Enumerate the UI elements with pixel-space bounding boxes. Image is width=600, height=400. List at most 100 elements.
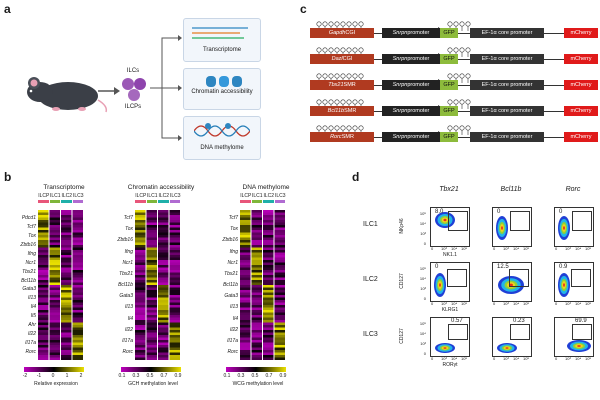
heatmap-cell [61, 345, 72, 348]
heatmap-cell [263, 317, 274, 321]
heatmap-cell [135, 297, 146, 301]
heatmap-cell [158, 215, 169, 218]
heatmap-cell [240, 332, 251, 336]
density-blob [558, 216, 570, 240]
flow-plot: 0 [554, 207, 594, 247]
heatmap-cell [135, 355, 146, 358]
heatmap-cell [169, 340, 180, 343]
heatmap-cell [61, 275, 72, 278]
heatmap-cell [263, 220, 274, 223]
heatmap-cell [240, 282, 251, 286]
heatmap-cell [158, 245, 169, 248]
heatmap-cell [158, 225, 169, 228]
tick-label: 10⁴ [451, 356, 458, 361]
heatmap-cell [251, 217, 262, 221]
heatmap-cell [38, 290, 49, 293]
methylome-box: DNA methylome [183, 116, 261, 160]
heatmap-cell [49, 267, 60, 271]
heatmap-cell [72, 340, 83, 343]
panel-letter-c: c [300, 2, 307, 16]
heatmap-cell [169, 307, 180, 311]
heatmap-cell [38, 222, 49, 226]
tick-label: 10³ [503, 246, 509, 251]
region-type: SMR [341, 134, 354, 140]
tick-label: 10³ [441, 301, 447, 306]
heatmap-cell [135, 217, 146, 221]
heatmap-cell [274, 232, 285, 236]
flow-plot: 69.9 [554, 317, 594, 357]
heatmap-cell [251, 330, 262, 333]
group-label: ILC1 [146, 193, 158, 199]
flow-plot: 0.9 [554, 262, 594, 302]
heatmap-cell [146, 210, 157, 213]
heatmap-cell [240, 297, 251, 301]
heatmap-cell [158, 272, 169, 276]
promoter-name: Snrpn [392, 30, 408, 36]
heatmap-cell [146, 290, 157, 293]
tick-label: 10⁵ [461, 301, 468, 306]
density-blob [558, 273, 570, 297]
y-axis-label: CD127 [399, 273, 405, 289]
heatmap-cell [158, 275, 169, 278]
legend-tick: 0.9 [279, 373, 287, 379]
legend-tick: 0.1 [223, 373, 231, 379]
heatmap-cell [72, 222, 83, 226]
heatmap-cell [263, 230, 274, 233]
promoter-name: Snrpn [392, 108, 408, 114]
heatmap-cell [146, 295, 157, 298]
legend-tick: 0.7 [160, 373, 168, 379]
heatmap-cell [49, 340, 60, 343]
tick-label: 0 [423, 296, 426, 301]
heatmap-cell [38, 352, 49, 356]
heatmap-cell [38, 322, 49, 326]
heatmap-cell [61, 267, 72, 271]
heatmap-cell [146, 220, 157, 223]
heatmap-cell [274, 307, 285, 311]
heatmap-cell [38, 275, 49, 278]
heatmap-cell [158, 260, 169, 263]
gene-label: Tbx21 [119, 270, 133, 277]
heatmap-cell [61, 242, 72, 246]
heatmap-cell [169, 230, 180, 233]
heatmap-cell [72, 212, 83, 216]
heatmap-cell [61, 237, 72, 241]
heatmap-cell [135, 220, 146, 223]
heatmap-cell [169, 257, 180, 261]
heatmap-cell [49, 272, 60, 276]
heatmap-cell [251, 240, 262, 243]
rna-icon [192, 27, 248, 39]
tick-label: 10³ [441, 356, 447, 361]
heatmap-cell [135, 265, 146, 268]
heatmap-cell [135, 327, 146, 331]
heatmap-cell [240, 245, 251, 248]
density-layer [505, 347, 509, 349]
heatmap-cell [158, 292, 169, 296]
heatmap-cell [274, 347, 285, 351]
mcherry-segment: mCherry [564, 106, 598, 116]
heatmap-cell [274, 317, 285, 321]
heatmap-cell [135, 342, 146, 346]
heatmap-cell [240, 347, 251, 351]
legend-title: GCH methylation level [128, 381, 178, 387]
heatmap-cell [135, 240, 146, 243]
legend-gradient [121, 367, 181, 372]
heatmap-cell [146, 212, 157, 216]
heatmap-cell [251, 220, 262, 223]
heatmap-cell [263, 312, 274, 316]
heatmap-cell [251, 210, 262, 213]
heatmap-cell [169, 312, 180, 316]
heatmap-cell [72, 320, 83, 323]
ef1a-promoter: EF-1α core promoter [470, 28, 544, 38]
heatmap-cell [240, 317, 251, 321]
tick-label: 10³ [503, 301, 509, 306]
heatmap-cell [158, 265, 169, 268]
heatmap-cell [274, 285, 285, 288]
group-color-bar [169, 200, 180, 203]
gene-label: Bcl11b [223, 282, 238, 288]
tick-label: 10⁵ [585, 356, 592, 361]
heatmap-cell [61, 297, 72, 301]
heatmap-cell [263, 320, 274, 323]
heatmap-cell [169, 287, 180, 291]
tick-label: 0 [555, 356, 558, 361]
gate-percent: 0.57 [451, 318, 463, 324]
